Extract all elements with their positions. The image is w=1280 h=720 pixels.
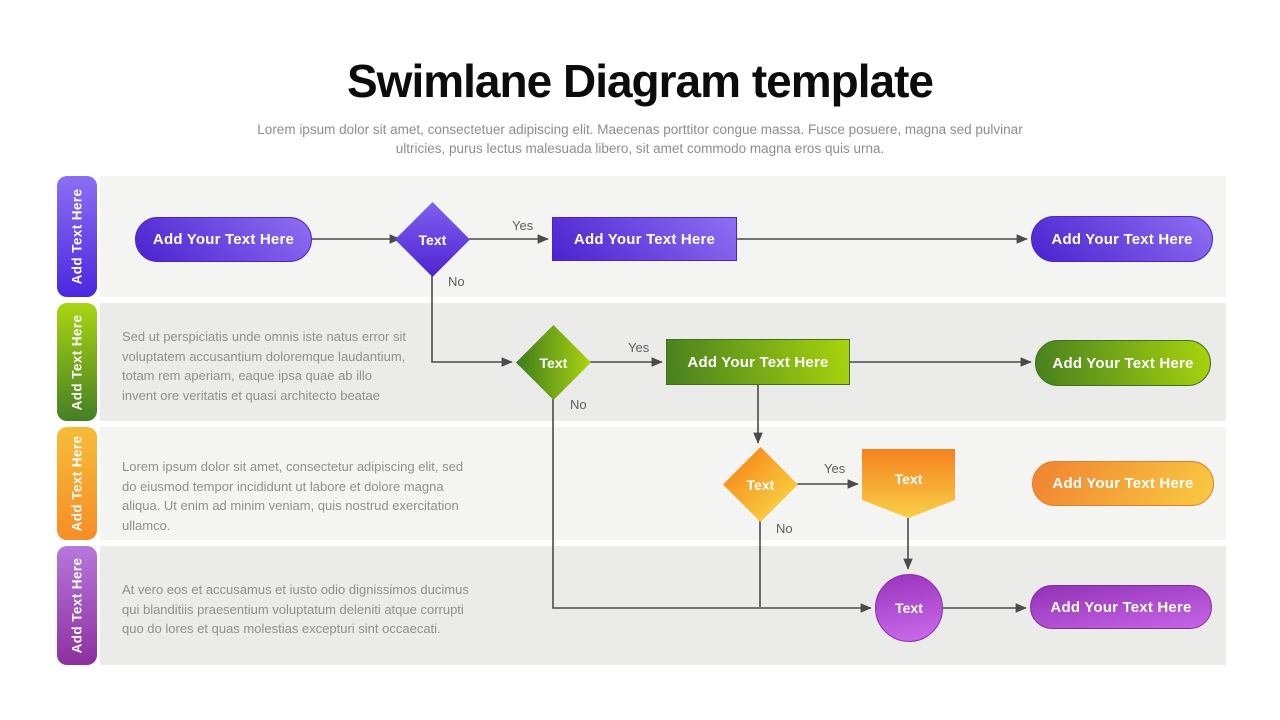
- lane4-end-pill[interactable]: Add Your Text Here: [1030, 585, 1212, 629]
- lane-tab-3-label: Add Text Here: [69, 435, 85, 532]
- lane1-end-pill[interactable]: Add Your Text Here: [1031, 216, 1213, 262]
- lane-tab-3[interactable]: Add Text Here: [57, 427, 97, 540]
- lane4-merge-circle[interactable]: Text: [875, 574, 943, 642]
- lane4-merge-label: Text: [895, 600, 923, 616]
- lane2-process-rect[interactable]: Add Your Text Here: [666, 339, 850, 385]
- lane-tab-1[interactable]: Add Text Here: [57, 176, 97, 297]
- lane1-start-pill[interactable]: Add Your Text Here: [135, 217, 312, 262]
- lane-2-paragraph: Sed ut perspiciatis unde omnis iste natu…: [122, 329, 406, 403]
- lane-3-paragraph: Lorem ipsum dolor sit amet, consectetur …: [122, 459, 464, 533]
- edge-label-no-1: No: [448, 274, 465, 289]
- edge-label-yes-2: Yes: [628, 340, 650, 355]
- lane-tab-2[interactable]: Add Text Here: [57, 303, 97, 421]
- lane3-process-label: Text: [894, 470, 923, 487]
- lane-tab-1-label: Add Text Here: [69, 188, 85, 285]
- lane3-end-pill[interactable]: Add Your Text Here: [1032, 461, 1214, 506]
- lane-tab-4-label: Add Text Here: [69, 557, 85, 654]
- lane1-process-rect[interactable]: Add Your Text Here: [552, 217, 737, 261]
- lane2-decision-label: Text: [539, 354, 568, 371]
- lane2-end-pill[interactable]: Add Your Text Here: [1035, 340, 1211, 386]
- lane-tab-4[interactable]: Add Text Here: [57, 546, 97, 665]
- edge-label-yes-3: Yes: [824, 461, 846, 476]
- edge-label-no-2: No: [570, 397, 587, 412]
- edge-label-no-3: No: [776, 521, 793, 536]
- lane-tab-2-label: Add Text Here: [69, 314, 85, 410]
- lane3-decision-label: Text: [746, 476, 775, 493]
- lane-4-paragraph: At vero eos et accusamus et iusto odio d…: [122, 582, 469, 636]
- lane1-decision-label: Text: [418, 231, 447, 248]
- edge-label-yes-1: Yes: [512, 218, 534, 233]
- page-title: Swimlane Diagram template: [347, 55, 934, 107]
- page-subtitle: Lorem ipsum dolor sit amet, consectetuer…: [257, 122, 1023, 156]
